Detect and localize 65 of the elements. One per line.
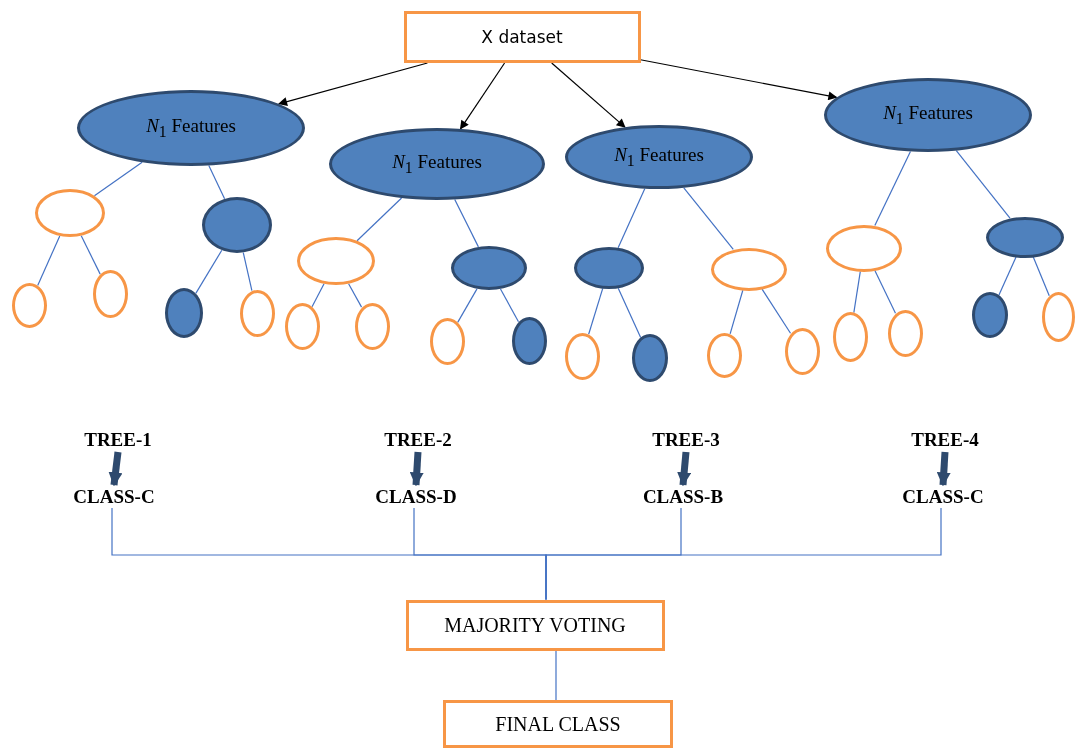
tree-label: TREE-2 — [373, 429, 463, 451]
tree-node — [511, 317, 547, 365]
arrow — [409, 451, 424, 487]
tree-node — [632, 334, 668, 382]
tree-node — [429, 317, 465, 365]
process-box — [405, 599, 665, 651]
connector-line — [588, 288, 604, 335]
tree-node — [35, 189, 105, 237]
class-label: CLASS-C — [59, 486, 169, 508]
connector-line — [347, 283, 363, 308]
tree-node — [284, 302, 320, 350]
box-label: MAJORITY VOTING — [444, 613, 626, 637]
connector-line — [195, 249, 223, 294]
tree-node — [832, 312, 868, 362]
connector-line — [37, 235, 61, 287]
process-box — [443, 700, 673, 748]
tree-node — [1041, 292, 1075, 342]
tree-label: TREE-3 — [641, 429, 731, 451]
tree-node — [239, 289, 275, 337]
feature-label: N$_{1}$ Features — [392, 151, 482, 177]
tree-node — [784, 327, 820, 375]
box-label: FINAL CLASS — [495, 712, 621, 736]
connector-line — [761, 288, 792, 334]
process-box — [403, 11, 641, 63]
tree-label: TREE-1 — [73, 429, 163, 451]
box-label: X dataset — [481, 27, 563, 47]
tree-node — [706, 332, 742, 378]
connector-line — [729, 289, 744, 335]
arrow — [639, 59, 838, 101]
tree-node — [11, 282, 47, 328]
connector-line — [457, 288, 478, 323]
connector-line — [1032, 256, 1050, 297]
tree-node — [92, 270, 128, 318]
feature-label: N$_{1}$ Features — [883, 102, 973, 128]
arrow — [278, 62, 429, 106]
connector-line — [874, 269, 897, 314]
tree-node — [972, 292, 1008, 338]
connector-line — [617, 287, 642, 339]
class-label: CLASS-D — [361, 486, 471, 508]
connector-line — [80, 235, 101, 275]
connector-line — [208, 164, 226, 200]
feature-label: N$_{1}$ Features — [146, 115, 236, 141]
connector-line — [853, 270, 861, 314]
tree-label: TREE-4 — [900, 429, 990, 451]
arrow — [936, 451, 951, 487]
connector-line — [555, 649, 557, 701]
arrow — [108, 451, 123, 487]
connector-line — [874, 150, 912, 227]
arrow — [459, 62, 506, 130]
connector-line — [499, 288, 520, 323]
connector-line — [617, 188, 646, 249]
connector-line — [311, 283, 325, 308]
connector-line — [545, 507, 942, 601]
tree-node — [165, 288, 203, 338]
tree-node — [354, 302, 390, 350]
tree-node — [564, 332, 600, 380]
tree-node — [887, 309, 923, 357]
connector-line — [998, 256, 1017, 296]
class-label: CLASS-C — [888, 486, 998, 508]
connector-line — [242, 251, 253, 292]
class-label: CLASS-B — [628, 486, 738, 508]
feature-label: N$_{1}$ Features — [614, 144, 704, 170]
connector-line — [955, 150, 1011, 219]
arrow — [677, 451, 692, 487]
connector-line — [454, 198, 480, 248]
